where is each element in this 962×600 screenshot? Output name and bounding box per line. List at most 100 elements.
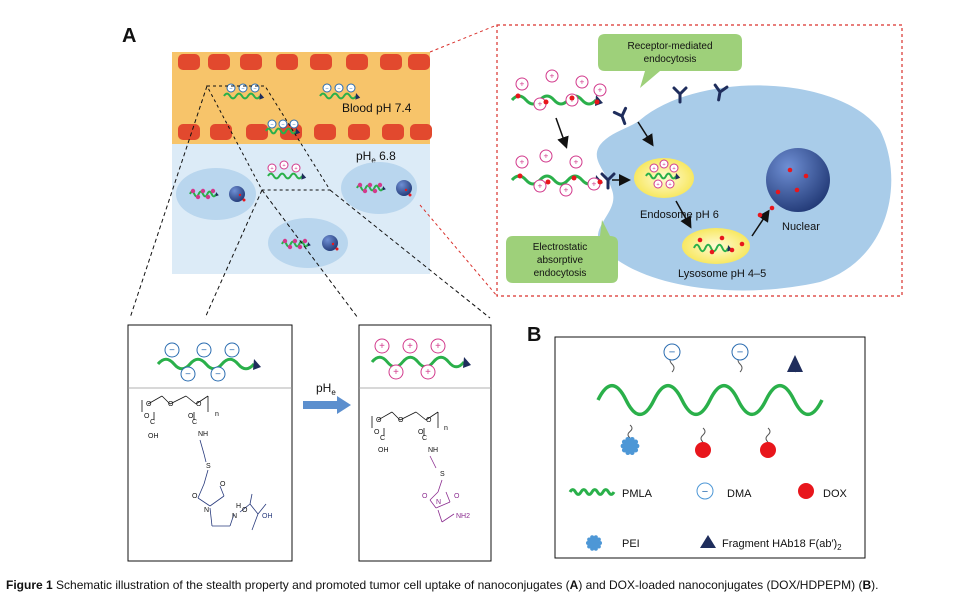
charge-symbol: + (538, 99, 543, 109)
negative-charge-icon (164, 342, 180, 358)
legend-fragment-label: Fragment HAb18 F(ab′)2 (722, 538, 842, 552)
pmla-chain (189, 190, 217, 198)
charge-symbol: − (201, 345, 207, 356)
positive-charge-icon (545, 69, 559, 83)
charge-symbol: + (425, 367, 431, 378)
chain-end-arrow (253, 359, 261, 370)
chem-atom-label: S (440, 471, 445, 478)
charge-symbol: + (379, 341, 385, 352)
pmla-chain (265, 127, 297, 135)
positive-charge-icon (279, 160, 289, 170)
dox-dot (571, 175, 577, 181)
legend-pei-label: PEI (622, 538, 640, 550)
figure-caption: Figure 1 Schematic illustration of the s… (6, 578, 956, 592)
chem-atom-label: O (220, 481, 226, 488)
charge-symbol: + (520, 79, 525, 89)
dox-dot (331, 242, 335, 246)
legend: PMLA − DMA DOX PEI Fragment HAb18 F(ab′)… (568, 482, 848, 552)
chem-atom-label: O (374, 429, 380, 436)
chem-atom-label: O (168, 401, 174, 408)
chem-bond (251, 513, 259, 531)
chem-atom-label: C (150, 419, 155, 426)
zoom-line-right (329, 189, 491, 319)
chem-bond (425, 411, 439, 421)
positive-charge-icon (267, 163, 277, 173)
charge-symbol: − (325, 86, 328, 92)
negative-charge-icon (346, 83, 356, 93)
receptor-callout-line2: endocytosis (644, 54, 697, 65)
positive-charge-icon (665, 179, 675, 189)
charge-symbol: + (564, 185, 569, 195)
ph-transition: pHe (303, 381, 351, 414)
pmla-chain (645, 172, 677, 180)
dox-dot (597, 179, 603, 185)
charge-symbol: + (435, 341, 441, 352)
positive-charge-icon (291, 163, 301, 173)
chem-bond (209, 495, 225, 507)
chem-bond (437, 509, 443, 523)
chem-atom-label: C (192, 419, 197, 426)
dox-dot (302, 238, 308, 244)
chain-end-arrow (355, 93, 361, 100)
receptor-shape (600, 172, 616, 190)
red-blood-cell (380, 54, 402, 70)
legend-dma-label: DMA (727, 488, 752, 500)
red-blood-cell (240, 54, 262, 70)
pmla-chain (223, 92, 261, 100)
chem-bond (435, 501, 451, 509)
chem-bond (203, 453, 207, 463)
pei-icon (620, 436, 640, 456)
chem-bond (197, 483, 205, 499)
zoom-connector-top (429, 24, 498, 53)
transition-label: pHe (316, 381, 336, 397)
vessel-nanoconjugates: −−−−−−−−−+++ (189, 83, 412, 251)
dox-dot (372, 188, 378, 194)
dox-dot (238, 193, 242, 197)
electrostatic-callout-line1: Electrostatic (533, 242, 587, 253)
chem-atom-label: OH (262, 513, 273, 520)
chem-atom-label: S (206, 463, 211, 470)
red-blood-cell (276, 54, 298, 70)
charge-symbol: + (580, 77, 585, 87)
chem-atom-label: N (232, 513, 237, 520)
dox-dot (729, 247, 735, 253)
negative-charge-icon (289, 119, 299, 129)
chem-bond (169, 395, 187, 405)
zoom-line-left (129, 85, 208, 319)
chain-end-arrow (301, 173, 307, 180)
panel-a-label: A (122, 25, 136, 47)
chem-bond (441, 513, 455, 523)
positive-charge-icon (575, 75, 589, 89)
red-blood-cell (408, 54, 430, 70)
charge-symbol: − (337, 86, 340, 92)
chem-bond (257, 503, 267, 515)
positive-charge-icon (533, 179, 547, 193)
red-blood-cell (210, 124, 232, 140)
chem-atom-label: OH (378, 447, 389, 454)
linker (765, 427, 771, 443)
pei-icon (586, 535, 602, 551)
receptors (600, 83, 729, 190)
caption-ref-a: A (569, 578, 579, 592)
lysosome-label: Lysosome pH 4–5 (678, 268, 766, 280)
chain-end-arrow (215, 192, 219, 197)
caption-text-2: ) and DOX-loaded nanoconjugates (DOX/HDP… (578, 578, 863, 592)
positive-charge-icon (388, 364, 404, 380)
caption-text-3: ). (871, 578, 879, 592)
arrow-receptor-to-endosome (637, 121, 654, 147)
legend-dox-swatch (798, 483, 814, 499)
positive-charge-icon (669, 163, 679, 173)
chem-bond (219, 485, 225, 497)
chem-atom-label: C (380, 435, 385, 442)
chem-bond (429, 455, 437, 469)
chain-end-arrow (675, 173, 681, 180)
nucleus (766, 148, 830, 212)
receptor-shape (672, 86, 688, 104)
charge-symbol: − (229, 345, 235, 356)
figure-number: Figure 1 (6, 578, 53, 592)
arrow-lysosome-to-nucleus (751, 209, 770, 237)
negative-charge-icon (663, 343, 681, 361)
receptor-icon (713, 83, 729, 102)
positive-nanoconjugate: +++++ (370, 338, 471, 380)
